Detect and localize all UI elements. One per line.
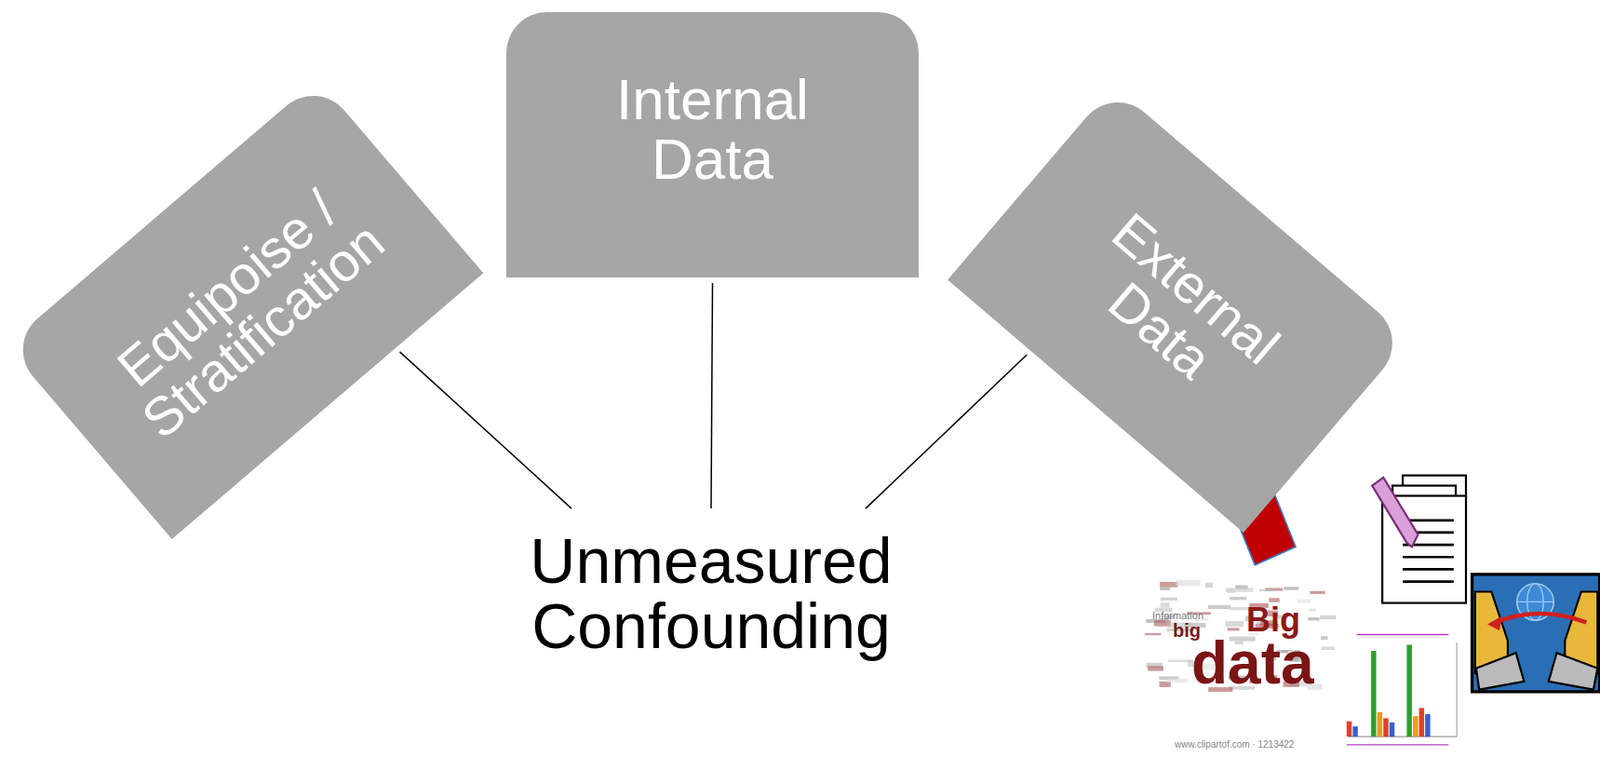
wordcloud-word: Big	[1246, 603, 1301, 637]
approach-box: Equipoise / Stratification	[6, 79, 485, 539]
wordcloud-word: data	[1191, 632, 1315, 693]
documents-icon	[1371, 475, 1466, 604]
watermark: www.clipartof.com · 1213422	[1174, 739, 1294, 750]
connector-line	[865, 354, 1027, 509]
approach-box: External Data	[947, 85, 1410, 533]
connector-line	[400, 351, 573, 509]
central-concept: Unmeasured Confounding	[478, 510, 944, 677]
bar-chart	[1342, 630, 1463, 745]
node-label: Unmeasured Confounding	[497, 528, 926, 659]
wordcloud-word: Information	[1152, 610, 1204, 621]
node-label: Internal Data	[573, 69, 853, 188]
node-label: External Data	[1025, 167, 1332, 451]
network-icon	[1472, 574, 1600, 692]
approach-box: Internal Data	[506, 12, 919, 278]
connector-line	[711, 282, 713, 509]
node-label: Equipoise / Stratification	[67, 146, 422, 472]
